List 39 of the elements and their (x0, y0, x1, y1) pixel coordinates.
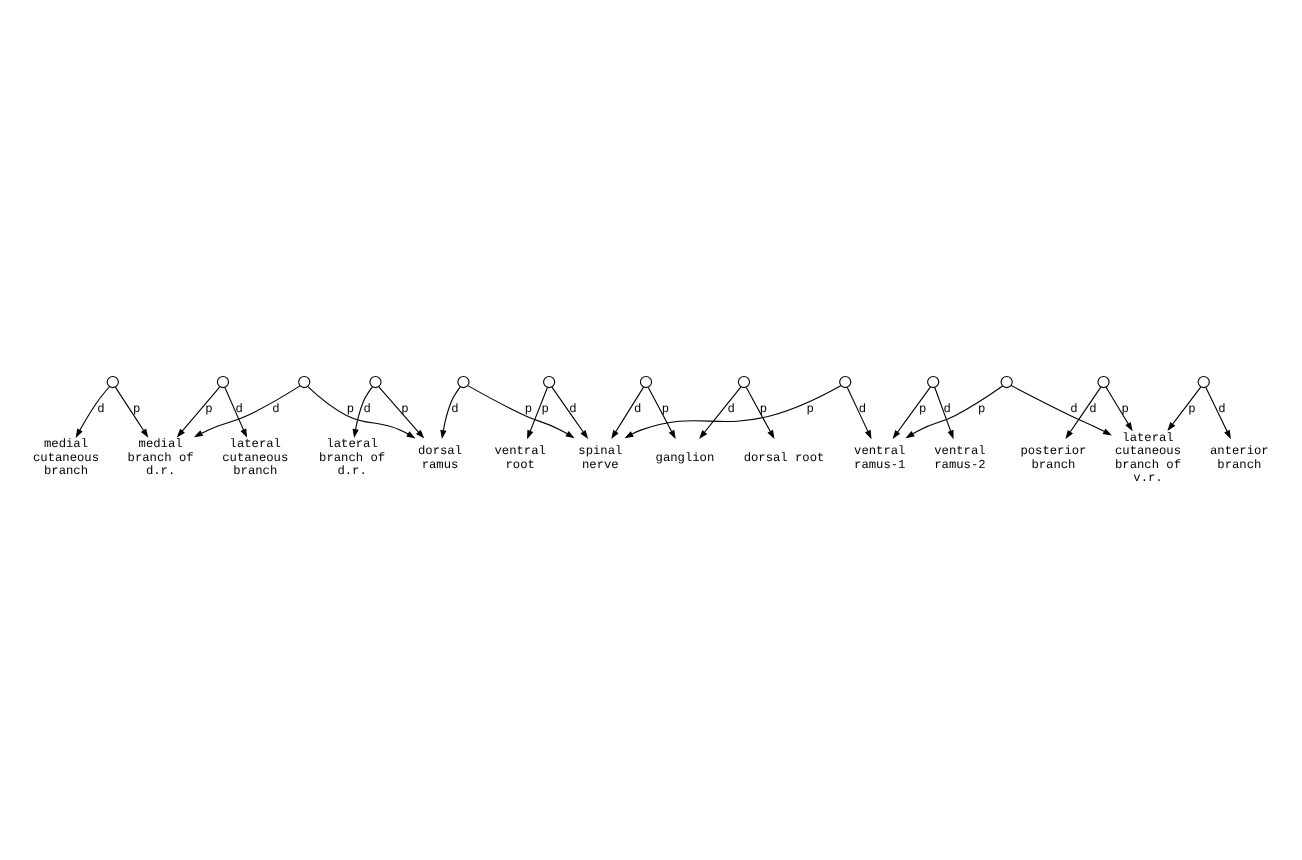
node-circle (1197, 374, 1210, 388)
arrow (467, 384, 575, 438)
arrow (352, 385, 373, 438)
arrow (892, 385, 931, 438)
arrow (378, 385, 425, 438)
node-circle (216, 374, 230, 388)
arrow (1167, 385, 1202, 431)
arrow (193, 384, 301, 437)
arrow (1205, 385, 1231, 439)
node-circle (1000, 374, 1013, 388)
arrow (224, 385, 247, 437)
arrow (934, 385, 954, 439)
node-circle (839, 374, 852, 388)
arrow (114, 385, 149, 437)
arrow (1105, 385, 1133, 431)
node-circle (1097, 374, 1110, 388)
node-circle (457, 374, 470, 388)
node-circle (927, 374, 940, 388)
arrow (745, 385, 775, 439)
arrow (905, 384, 1004, 438)
arrow (699, 385, 742, 438)
arrow (846, 385, 872, 439)
arrow (440, 385, 461, 439)
node-circle (106, 374, 119, 388)
node-circle (369, 374, 382, 388)
node-circle (639, 374, 653, 388)
arrow (647, 385, 676, 439)
arrow (75, 385, 111, 437)
arrow (1010, 384, 1112, 435)
arrow (527, 385, 548, 439)
arrow (624, 384, 842, 438)
node-circle (543, 374, 556, 388)
arrow (176, 385, 221, 437)
arrow (551, 385, 589, 439)
node-circle (298, 374, 311, 388)
arrow (611, 385, 645, 439)
node-circle (737, 374, 751, 388)
arrow (307, 385, 416, 438)
arrow (1065, 385, 1102, 439)
